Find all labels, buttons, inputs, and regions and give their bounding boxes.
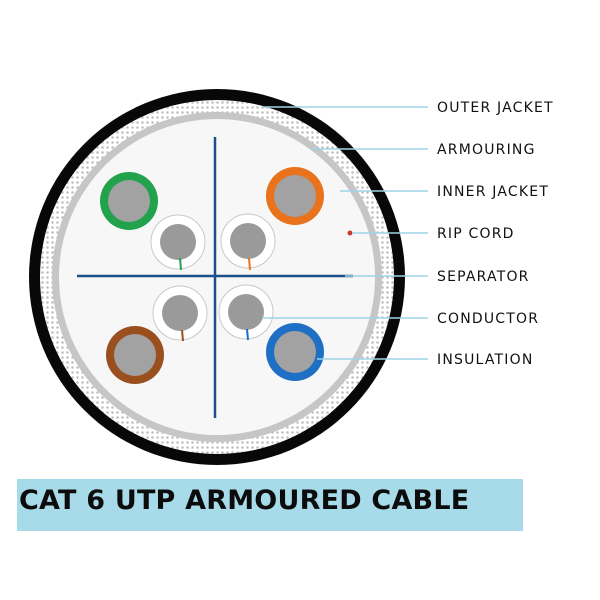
label-armouring: ARMOURING (437, 142, 536, 158)
pair-brown (106, 326, 164, 384)
label-separator: SEPARATOR (437, 269, 530, 285)
label-insulation: INSULATION (437, 352, 534, 368)
label-rip-cord: RIP CORD (437, 226, 515, 242)
pair-green (100, 172, 158, 230)
separator (77, 137, 353, 418)
pair-white-brown (152, 285, 208, 342)
leader-lines (262, 106, 428, 360)
pair-white-blue (218, 284, 274, 341)
pair-white-orange (220, 213, 276, 271)
diagram-title: CAT 6 UTP ARMOURED CABLE (19, 485, 470, 516)
pair-white-green (150, 214, 206, 271)
label-inner-jacket: INNER JACKET (437, 184, 549, 200)
title-banner: CAT 6 UTP ARMOURED CABLE (17, 479, 523, 531)
rip-cord (347, 230, 353, 236)
pair-orange (266, 167, 324, 225)
label-conductor: CONDUCTOR (437, 311, 539, 327)
label-outer-jacket: OUTER JACKET (437, 100, 554, 116)
pair-blue (266, 323, 324, 381)
